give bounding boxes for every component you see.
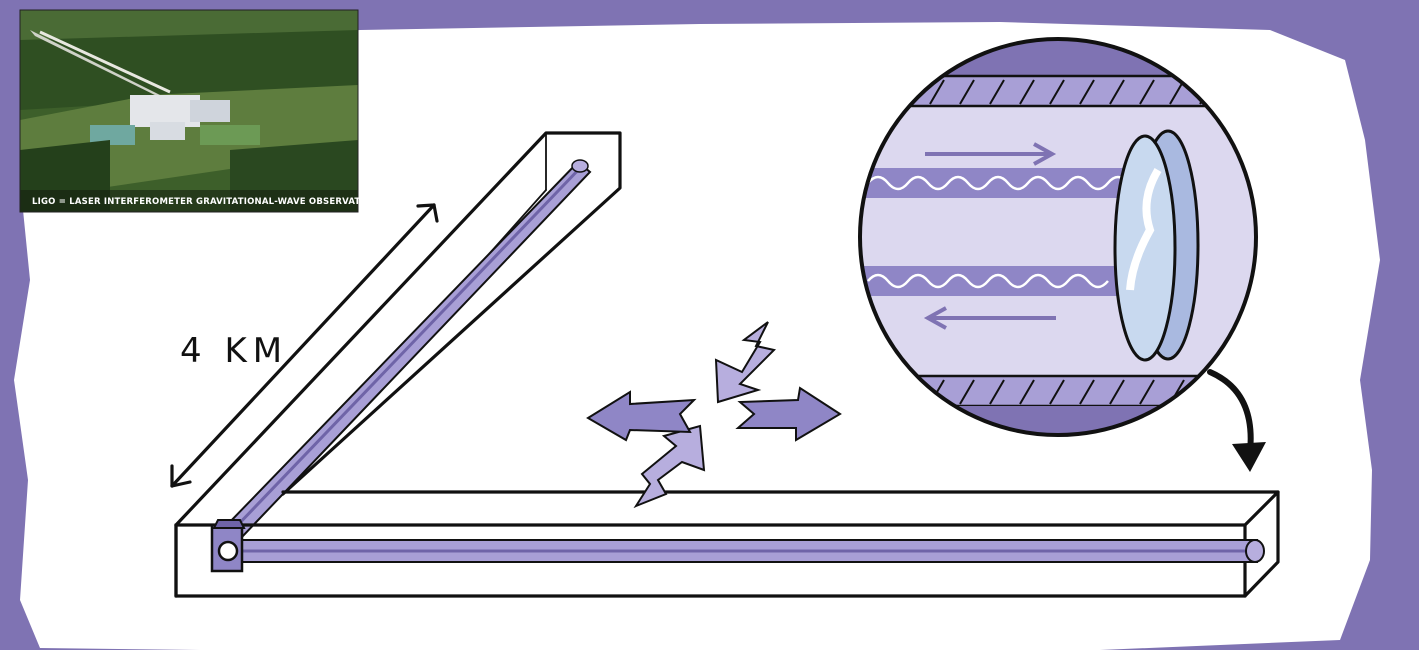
laser-source-icon: [212, 520, 244, 571]
photo-caption: LIGO = LASER INTERFEROMETER GRAVITATIONA…: [32, 197, 381, 207]
mirror-icon: [1115, 131, 1198, 360]
ligo-photo: LIGO = LASER INTERFEROMETER GRAVITATIONA…: [20, 10, 381, 212]
arm-length-label: 4 KM: [180, 331, 288, 371]
